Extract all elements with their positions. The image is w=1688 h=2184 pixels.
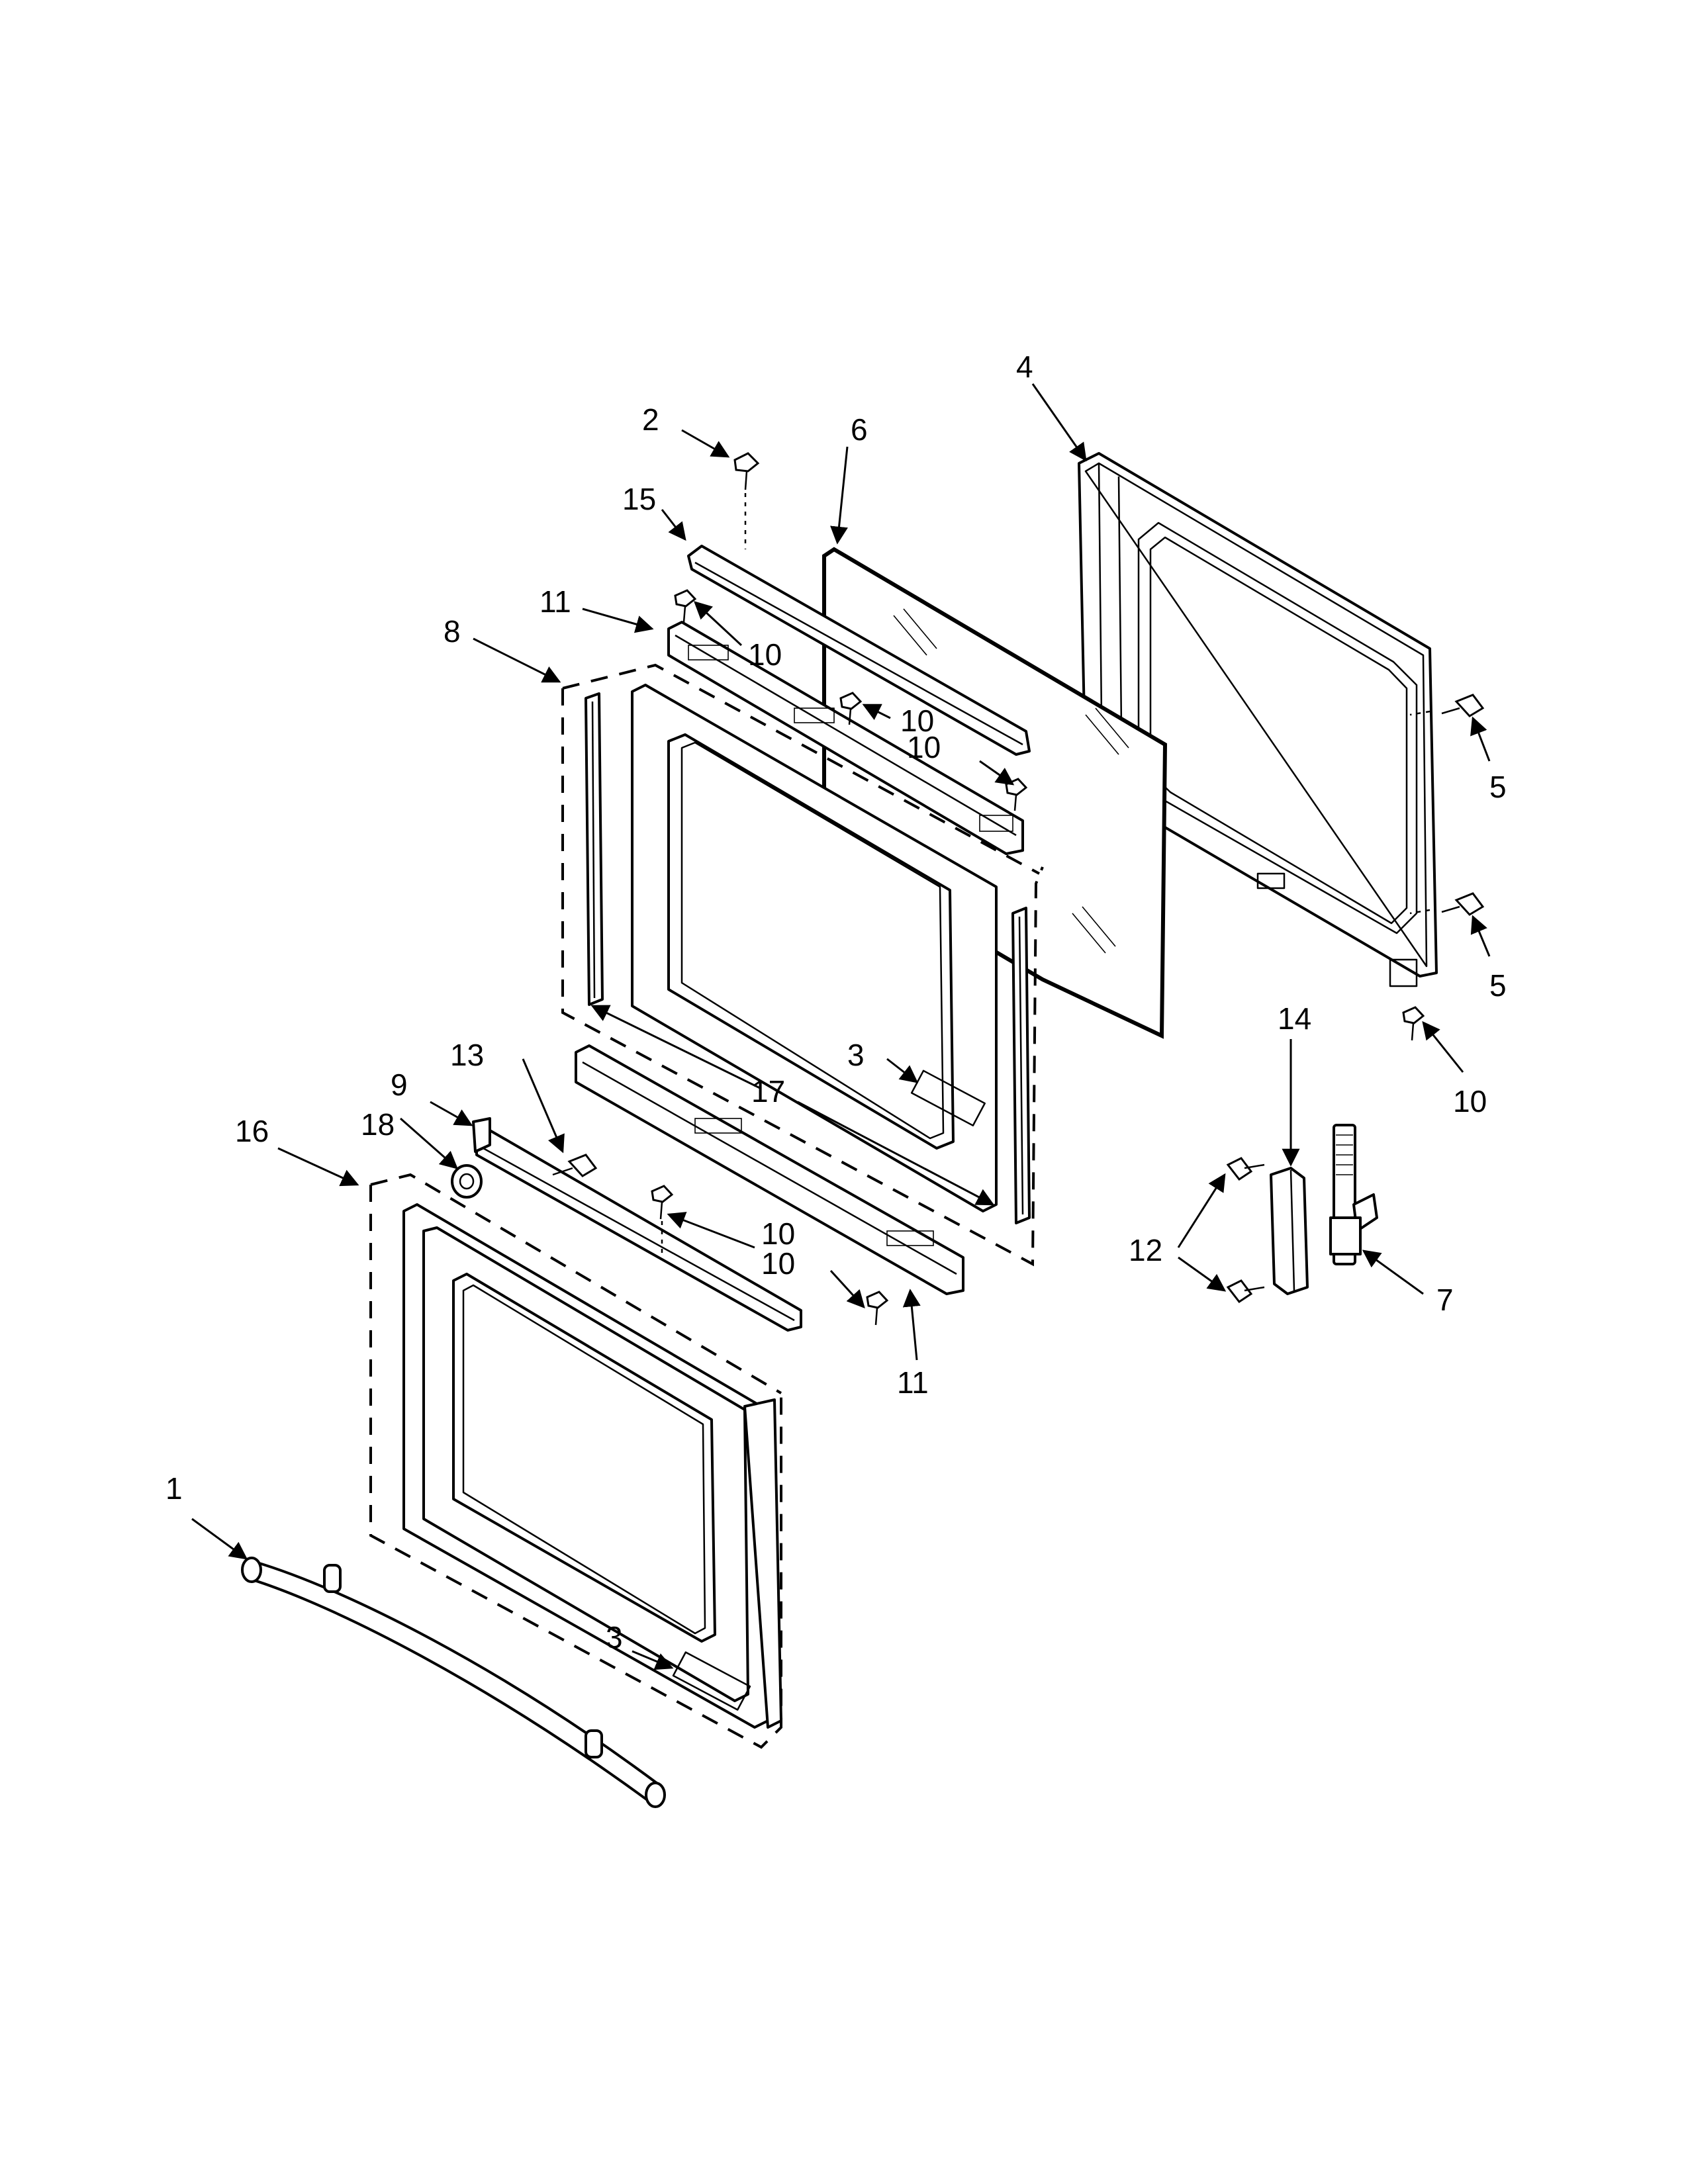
callout-10-d: 10 bbox=[761, 1216, 795, 1251]
leader-lines bbox=[191, 383, 1491, 1670]
screw-10-f bbox=[1402, 1006, 1425, 1041]
callout-1: 1 bbox=[165, 1471, 183, 1506]
callout-4: 4 bbox=[1016, 349, 1033, 384]
callout-13: 13 bbox=[450, 1038, 484, 1072]
callout-18: 18 bbox=[361, 1107, 395, 1142]
upper-door-channel bbox=[667, 621, 1024, 855]
callout-10-e: 10 bbox=[761, 1246, 795, 1281]
callout-15: 15 bbox=[622, 482, 656, 516]
lower-door-channel bbox=[575, 1044, 964, 1295]
callout-5-lower: 5 bbox=[1489, 968, 1507, 1003]
callout-10-f: 10 bbox=[1453, 1084, 1487, 1118]
screw-10-e bbox=[866, 1291, 889, 1326]
callout-12: 12 bbox=[1129, 1233, 1162, 1267]
callout-8: 8 bbox=[444, 614, 461, 649]
callout-3-upper: 3 bbox=[847, 1038, 865, 1072]
callout-14: 14 bbox=[1278, 1001, 1311, 1036]
screw-10-a bbox=[674, 589, 697, 623]
callout-labels: 1 2 3 3 4 5 5 6 7 8 9 10 10 10 10 10 10 … bbox=[165, 349, 1507, 1655]
callout-9: 9 bbox=[391, 1068, 408, 1102]
screw-10-d bbox=[651, 1185, 674, 1220]
inner-door-panel bbox=[1078, 452, 1438, 987]
hinge-bracket-bar bbox=[472, 1117, 802, 1332]
callout-3-lower: 3 bbox=[606, 1620, 623, 1655]
door-hinge bbox=[1329, 1124, 1378, 1265]
screw-12-b bbox=[1226, 1279, 1265, 1304]
screws bbox=[552, 452, 1485, 1326]
spacer-washer bbox=[451, 1164, 483, 1199]
screw-13 bbox=[552, 1154, 598, 1177]
screw-12-a bbox=[1226, 1157, 1265, 1181]
callout-10-b: 10 bbox=[900, 704, 934, 738]
screw-5-b bbox=[1441, 892, 1485, 916]
callout-5-upper: 5 bbox=[1489, 770, 1507, 804]
screw-2 bbox=[733, 452, 760, 490]
callout-2: 2 bbox=[642, 402, 659, 437]
callout-11-upper: 11 bbox=[539, 584, 571, 619]
alignment-lines bbox=[661, 493, 1430, 1257]
door-handle bbox=[241, 1557, 666, 1808]
callout-11-lower: 11 bbox=[897, 1365, 929, 1400]
callout-10-c: 10 bbox=[907, 730, 941, 764]
outer-door-assembly bbox=[369, 1173, 782, 1749]
callout-10-a: 10 bbox=[748, 637, 782, 672]
callout-17: 17 bbox=[751, 1074, 785, 1109]
callout-6: 6 bbox=[851, 412, 868, 447]
top-trim-rail bbox=[687, 545, 1031, 756]
screw-5-a bbox=[1441, 694, 1485, 717]
hinge-channel bbox=[1270, 1167, 1309, 1295]
callout-7: 7 bbox=[1436, 1283, 1454, 1317]
screw-10-b bbox=[839, 692, 863, 725]
callout-16: 16 bbox=[235, 1114, 269, 1148]
